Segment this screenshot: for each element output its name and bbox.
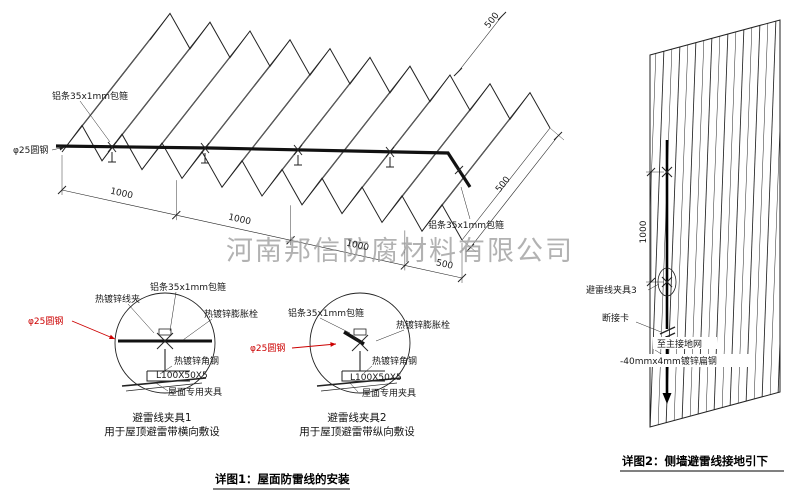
dim-1000-1: 1000 bbox=[109, 187, 134, 202]
wall-label-to-ground: 至主接地网 bbox=[657, 338, 702, 350]
company-watermark: 河南邦信防腐材料有限公司 bbox=[226, 236, 574, 267]
clamp1-label-wire-clip: 热镀锌线夹 bbox=[95, 293, 140, 305]
dim-500-top: 500 bbox=[483, 11, 502, 31]
dim-1000-2: 1000 bbox=[227, 213, 252, 228]
wall-dim-1000: 1000 bbox=[639, 220, 649, 243]
clamp1-label-aluminum-strip: 铝条35x1mm包箍 bbox=[150, 281, 226, 293]
clamp2-label-angle-size: L100X50X5 bbox=[350, 373, 402, 383]
wall-label-clamp3: 避雷线夹具3 bbox=[586, 284, 637, 296]
caption-detail-2: 详图2：侧墙避雷线接地引下 bbox=[622, 454, 769, 468]
clamp1-label-round-steel: φ25圆钢 bbox=[28, 315, 63, 327]
clamp2-label-angle-steel: 热镀锌角钢 bbox=[372, 355, 417, 367]
roof-isometric-drawing bbox=[55, 12, 551, 241]
clamp1-label-roof-clamp: 屋面专用夹具 bbox=[168, 386, 222, 398]
wall-label-disconnect: 断接卡 bbox=[602, 312, 629, 324]
dim-500-chain: 500 bbox=[435, 258, 454, 272]
clamp1-label-angle-steel: 热镀锌角钢 bbox=[174, 355, 219, 367]
wall-label-flat-steel: -40mmx4mm镀锌扁钢 bbox=[620, 355, 717, 367]
label-backdrop bbox=[617, 354, 755, 367]
wall-detail-drawing bbox=[646, 19, 781, 428]
clamp1-label-anchor-bolt: 热镀锌膨胀栓 bbox=[204, 308, 258, 320]
clamp-detail-2-drawing bbox=[309, 292, 411, 394]
clamp2-label-round-steel: φ25圆钢 bbox=[250, 342, 285, 354]
leader-lines bbox=[51, 100, 784, 490]
clamp1-subtitle: 用于屋顶避雷带横向敷设 bbox=[104, 425, 220, 438]
clamp2-label-aluminum-strip: 铝条35x1mm包箍 bbox=[288, 307, 364, 319]
dim-1000-3: 1000 bbox=[345, 239, 370, 254]
dim-500-right: 500 bbox=[494, 175, 513, 195]
label-backdrop bbox=[653, 337, 717, 349]
clamp1-title: 避雷线夹具1 bbox=[132, 411, 191, 424]
clamp2-label-roof-clamp: 屋面专用夹具 bbox=[362, 387, 416, 399]
roof-dimension-lines bbox=[57, 11, 565, 283]
clamp1-label-angle-size: L100X50X5 bbox=[156, 371, 208, 381]
roof-label-round-steel: φ25圆钢 bbox=[13, 144, 48, 156]
clamp2-label-anchor-bolt: 热镀锌膨胀栓 bbox=[396, 319, 450, 331]
caption-detail-1: 详图1：屋面防雷线的安装 bbox=[215, 472, 350, 486]
roof-label-aluminum-strip-top: 铝条35x1mm包箍 bbox=[52, 90, 128, 102]
clamp2-title: 避雷线夹具2 bbox=[327, 411, 386, 424]
roof-label-aluminum-strip-right: 铝条35x1mm包箍 bbox=[428, 219, 504, 231]
clamp-detail-1-drawing bbox=[114, 292, 216, 394]
clamp2-subtitle: 用于屋顶避雷带纵向敷设 bbox=[299, 425, 415, 438]
